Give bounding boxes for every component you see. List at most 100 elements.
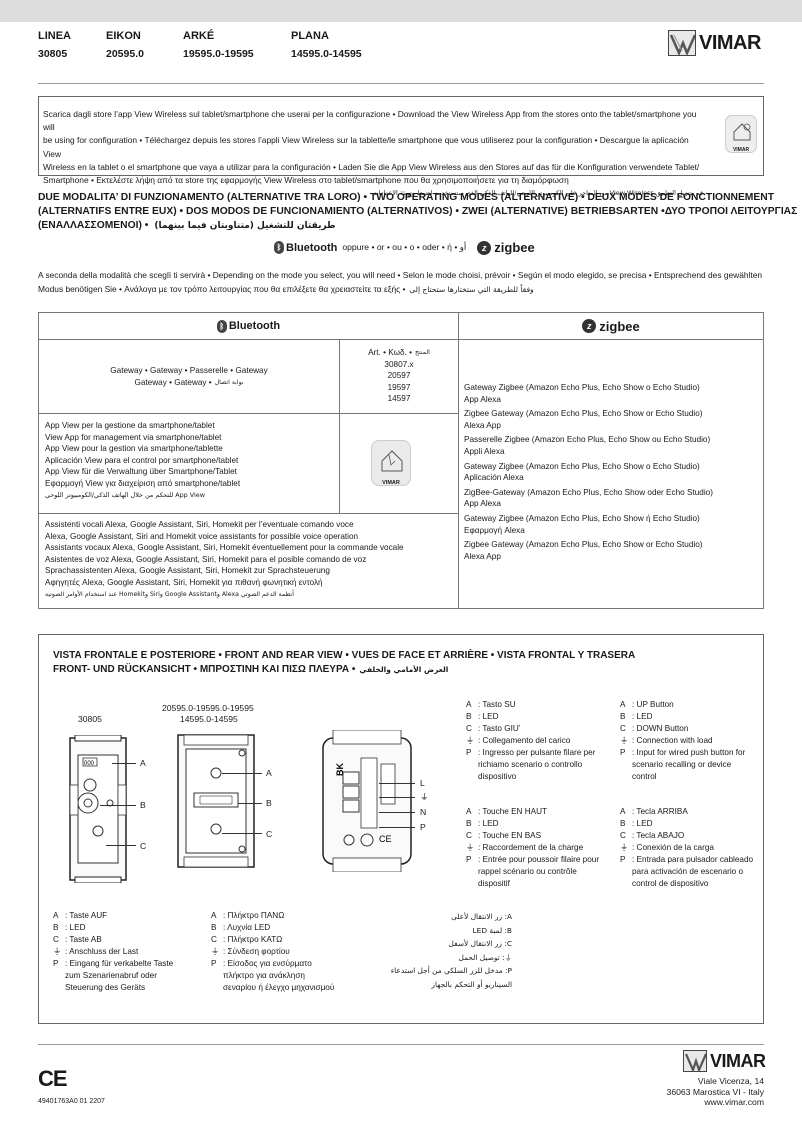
leader-l bbox=[379, 783, 415, 784]
legend-text: : LED bbox=[632, 819, 653, 828]
marker-b: B bbox=[266, 798, 272, 808]
legend-key: ⏚ bbox=[466, 843, 475, 852]
marker-a: A bbox=[140, 758, 146, 768]
app-view-line: App View für die Verwaltung über Smartph… bbox=[45, 467, 237, 477]
ce-mark: CE bbox=[38, 1066, 68, 1091]
header-label-eikon: EIKON bbox=[106, 30, 141, 42]
leader-c bbox=[222, 833, 262, 834]
leader-a bbox=[112, 763, 136, 764]
legend-greek: A: Πλήκτρο ΠΑΝΩ B: Λυχνία LED C: Πλήκτρο… bbox=[211, 910, 335, 994]
marker-c: C bbox=[140, 841, 147, 851]
terminal-n: N bbox=[420, 807, 427, 817]
leader-b bbox=[100, 805, 136, 806]
terminal-l: L bbox=[420, 778, 425, 788]
legend-text: : LED bbox=[478, 712, 499, 721]
legend-text: : Conexión de la carga bbox=[632, 843, 714, 852]
header-value-eikon: 20595.0 bbox=[106, 48, 144, 60]
legend-text: : Input for wired push button for scenar… bbox=[632, 748, 746, 781]
gateway-line: Gateway • Gateway • Passerelle • Gateway bbox=[110, 365, 268, 375]
website-link[interactable]: www.vimar.com bbox=[704, 1097, 764, 1108]
bluetooth-icon: ᛒ bbox=[216, 319, 227, 333]
legend-text: : UP Button bbox=[632, 700, 674, 709]
house-touch-icon bbox=[381, 450, 403, 472]
legend-french: A: Touche EN HAUT B: LED C: Touche EN BA… bbox=[466, 806, 606, 890]
legend-text: : Raccordement de la charge bbox=[478, 843, 584, 852]
app-icon-brand: VIMAR bbox=[382, 480, 400, 486]
or-text: oppure • or • ou • o • oder • ή • أو bbox=[342, 242, 467, 252]
address-line: 36063 Marostica VI - Italy bbox=[666, 1086, 764, 1097]
app-view-arabic: App View للتحكم من خلال الهاتف الذكي/الك… bbox=[45, 490, 205, 499]
assistants-line: Assistenti vocali Alexa, Google Assistan… bbox=[45, 520, 354, 529]
view-wireless-app-icon: VIMAR bbox=[725, 115, 757, 153]
legend-key: B bbox=[466, 712, 472, 721]
zigbee-item: Gateway Zigbee (Amazon Echo Plus, Echo S… bbox=[464, 461, 763, 484]
app-view-line: App View per la gestione da smartphone/t… bbox=[45, 421, 215, 430]
document-code: 49401763A0 01 2207 bbox=[38, 1098, 105, 1105]
legend-key: P bbox=[211, 959, 217, 968]
intro-arabic: قم بتنزيل التطبيق View Wireless من المتا… bbox=[372, 189, 703, 198]
leader-p bbox=[379, 827, 415, 828]
article-label: Art. • Κωδ. • bbox=[368, 348, 412, 357]
zigbee-item: Gateway Zigbee (Amazon Echo Plus, Echo S… bbox=[464, 513, 763, 536]
assistants-line: Alexa, Google Assistant, Siri and Homeki… bbox=[45, 531, 359, 541]
table-zigbee-label: zigbee bbox=[599, 318, 640, 334]
zigbee-item: Zigbee Gateway (Amazon Echo Plus, Echo S… bbox=[464, 408, 763, 431]
header-label-plana: PLANA bbox=[291, 30, 329, 42]
legend-text: : Eingang für verkabelte Taste zum Szena… bbox=[65, 959, 174, 992]
legend-key: P bbox=[466, 748, 472, 757]
article-code: 30807.x bbox=[384, 359, 414, 369]
device-rear: BK CE bbox=[319, 729, 415, 873]
legend-key: A bbox=[466, 700, 472, 709]
legend-key: P bbox=[620, 855, 626, 864]
legend-text: : Tasto SU bbox=[478, 700, 516, 709]
company-address: Viale Vicenza, 14 36063 Marostica VI - I… bbox=[667, 1076, 764, 1108]
intro-line: Scarica dagli store l’app View Wireless … bbox=[43, 109, 697, 133]
legend-key: ⏚ bbox=[620, 843, 629, 852]
table-bluetooth-label: Bluetooth bbox=[228, 320, 281, 332]
views-title-line: VISTA FRONTALE E POSTERIORE • FRONT AND … bbox=[53, 650, 636, 661]
legend-text: : Λυχνία LED bbox=[223, 923, 271, 932]
legend-key: C bbox=[466, 724, 472, 733]
legend-key: A bbox=[53, 911, 59, 920]
legend-text: : Πλήκτρο ΚΑΤΩ bbox=[223, 935, 283, 944]
legend-key: P bbox=[53, 959, 59, 968]
intro-line: Smartphone • Εκτελέστε λήψη από τα store… bbox=[43, 175, 569, 186]
legend-text: : Touche EN HAUT bbox=[478, 807, 548, 816]
legend-key: ⏚ bbox=[620, 736, 629, 745]
legend-arabic: A: زر الانتقال لأعلى B: لمبة LED C: زر ا… bbox=[380, 910, 512, 991]
zigbee-item-line: Zigbee Gateway (Amazon Echo Plus, Echo S… bbox=[464, 540, 703, 550]
assistants-line: Assistants vocaux Alexa, Google Assistan… bbox=[45, 543, 404, 553]
legend-english: A: UP Button B: LED C: DOWN Button ⏚: Co… bbox=[620, 699, 756, 783]
zigbee-item-line: ZigBee-Gateway (Amazon Echo Plus, Echo S… bbox=[464, 487, 713, 497]
legend-key: B bbox=[620, 819, 626, 828]
legend-text: : Touche EN BAS bbox=[478, 831, 542, 840]
cell-app-view: App View per la gestione da smartphone/t… bbox=[38, 413, 340, 514]
legend-text: : Collegamento del carico bbox=[478, 736, 571, 745]
cell-article-codes: Art. • Κωδ. •المنتج 30807.x 20597 19597 … bbox=[339, 339, 459, 414]
cell-app-icon: VIMAR bbox=[339, 413, 459, 514]
zigbee-item-line: Gateway Zigbee (Amazon Echo Plus, Echo S… bbox=[464, 513, 700, 523]
footer-divider bbox=[38, 1044, 764, 1045]
views-title: VISTA FRONTALE E POSTERIORE • FRONT AND … bbox=[53, 649, 635, 677]
cell-zigbee-requirements: Gateway Zigbee (Amazon Echo Plus, Echo S… bbox=[458, 339, 764, 609]
address-line: Viale Vicenza, 14 bbox=[697, 1076, 764, 1086]
modes-note-arabic: وفقاً للطريقة التي ستختارها ستحتاج إلى bbox=[409, 284, 534, 294]
app-download-text: Scarica dagli store l’app View Wireless … bbox=[43, 108, 703, 200]
article-code: 14597 bbox=[387, 394, 411, 404]
code-eikon-arke: 20595.0-19595.0-19595 bbox=[162, 703, 254, 713]
legend-text: : Tecla ARRIBA bbox=[632, 807, 688, 816]
modes-note-line: Modus benötigen Sie • Ανάλογα με τον τρό… bbox=[38, 283, 406, 294]
load-symbol-icon: ⏚ bbox=[420, 792, 429, 802]
vimar-logo: VIMAR bbox=[668, 30, 761, 56]
legend-text: : DOWN Button bbox=[632, 724, 689, 733]
zigbee-item-line: Passerelle Zigbee (Amazon Echo Plus, Ech… bbox=[464, 435, 711, 445]
cell-voice-assistants: Assistenti vocali Alexa, Google Assistan… bbox=[38, 513, 459, 609]
legend-key: B bbox=[620, 712, 626, 721]
code-linea: 30805 bbox=[78, 714, 102, 724]
header-label-arke: ARKÉ bbox=[183, 30, 215, 42]
intro-line: Wireless en la tablet o el smartphone qu… bbox=[43, 161, 700, 172]
